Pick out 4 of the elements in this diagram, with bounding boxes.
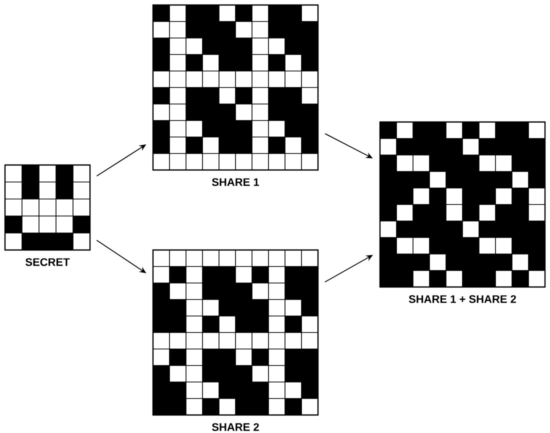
grid-caption: SECRET bbox=[26, 258, 70, 266]
grid-caption: SHARE 2 bbox=[212, 423, 259, 431]
grid-caption: SHARE 1 + SHARE 2 bbox=[408, 295, 516, 303]
grid-caption: SHARE 1 bbox=[212, 178, 259, 186]
